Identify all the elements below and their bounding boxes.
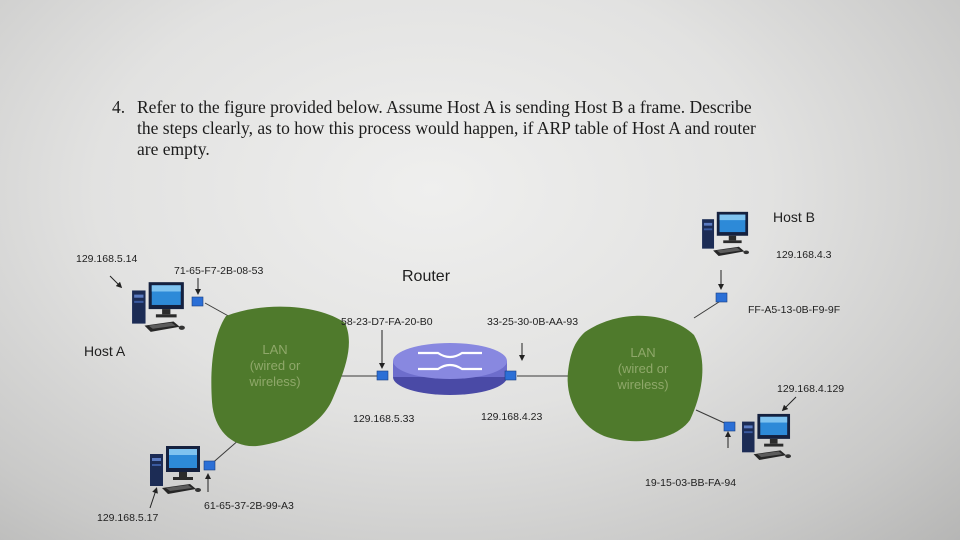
router-right-mac: 33-25-30-0B-AA-93: [487, 316, 579, 328]
question-line-1: Refer to the figure provided below. Assu…: [137, 97, 752, 117]
lan-right-line-2: (wired or: [617, 361, 669, 376]
host-a-mac: 71-65-F7-2B-08-53: [174, 265, 264, 277]
host-a-ip: 129.168.5.14: [76, 253, 138, 265]
lan-right-blob: [567, 315, 703, 442]
router-left-ip: 129.168.5.33: [353, 413, 415, 425]
router-label: Router: [402, 268, 451, 285]
host-b-label: Host B: [773, 209, 816, 225]
network-adapter-icon: [504, 370, 517, 381]
lan-right-label: LAN (wired or wireless): [603, 345, 683, 393]
link-host-b: [693, 299, 723, 319]
host-b-mac: FF-A5-13-0B-F9-9F: [748, 304, 841, 316]
lan-left-line-1: LAN: [262, 342, 288, 357]
router-left-mac: 58-23-D7-FA-20-B0: [341, 316, 433, 328]
host-c-ip: 129.168.5.17: [97, 512, 159, 524]
question-number: 4.: [112, 97, 126, 117]
router-right-ip: 129.168.4.23: [481, 411, 543, 423]
lan-right-line-1: LAN: [630, 345, 656, 360]
host-b-ip: 129.168.4.3: [776, 249, 832, 261]
network-adapter-icon: [203, 460, 216, 471]
question-line-2: the steps clearly, as to how this proces…: [137, 118, 756, 138]
computer-icon: [702, 211, 749, 256]
arrow-host-c-ip: [149, 487, 158, 509]
network-adapter-icon: [191, 296, 204, 307]
lan-left-line-3: wireless): [249, 374, 301, 389]
arrow-host-d-ip: [781, 396, 797, 412]
host-d-mac: 19-15-03-BB-FA-94: [645, 477, 737, 489]
lan-right-line-3: wireless): [617, 377, 669, 392]
host-a-label: Host A: [84, 343, 126, 359]
network-adapter-icon: [376, 370, 389, 381]
host-c-mac: 61-65-37-2B-99-A3: [204, 500, 294, 512]
host-d-ip: 129.168.4.129: [777, 383, 845, 395]
lan-left-blob: [211, 306, 349, 447]
router-icon: [393, 343, 507, 395]
network-adapter-icon: [715, 292, 728, 303]
computer-icon: [742, 413, 791, 460]
lan-left-line-2: (wired or: [249, 358, 301, 373]
arrow-host-a-ip: [109, 275, 123, 289]
computer-icon: [150, 446, 201, 494]
question-line-3: are empty.: [137, 139, 210, 159]
network-adapter-icon: [723, 421, 736, 432]
lan-left-label: LAN (wired or wireless): [235, 342, 315, 390]
computer-icon: [132, 282, 185, 332]
